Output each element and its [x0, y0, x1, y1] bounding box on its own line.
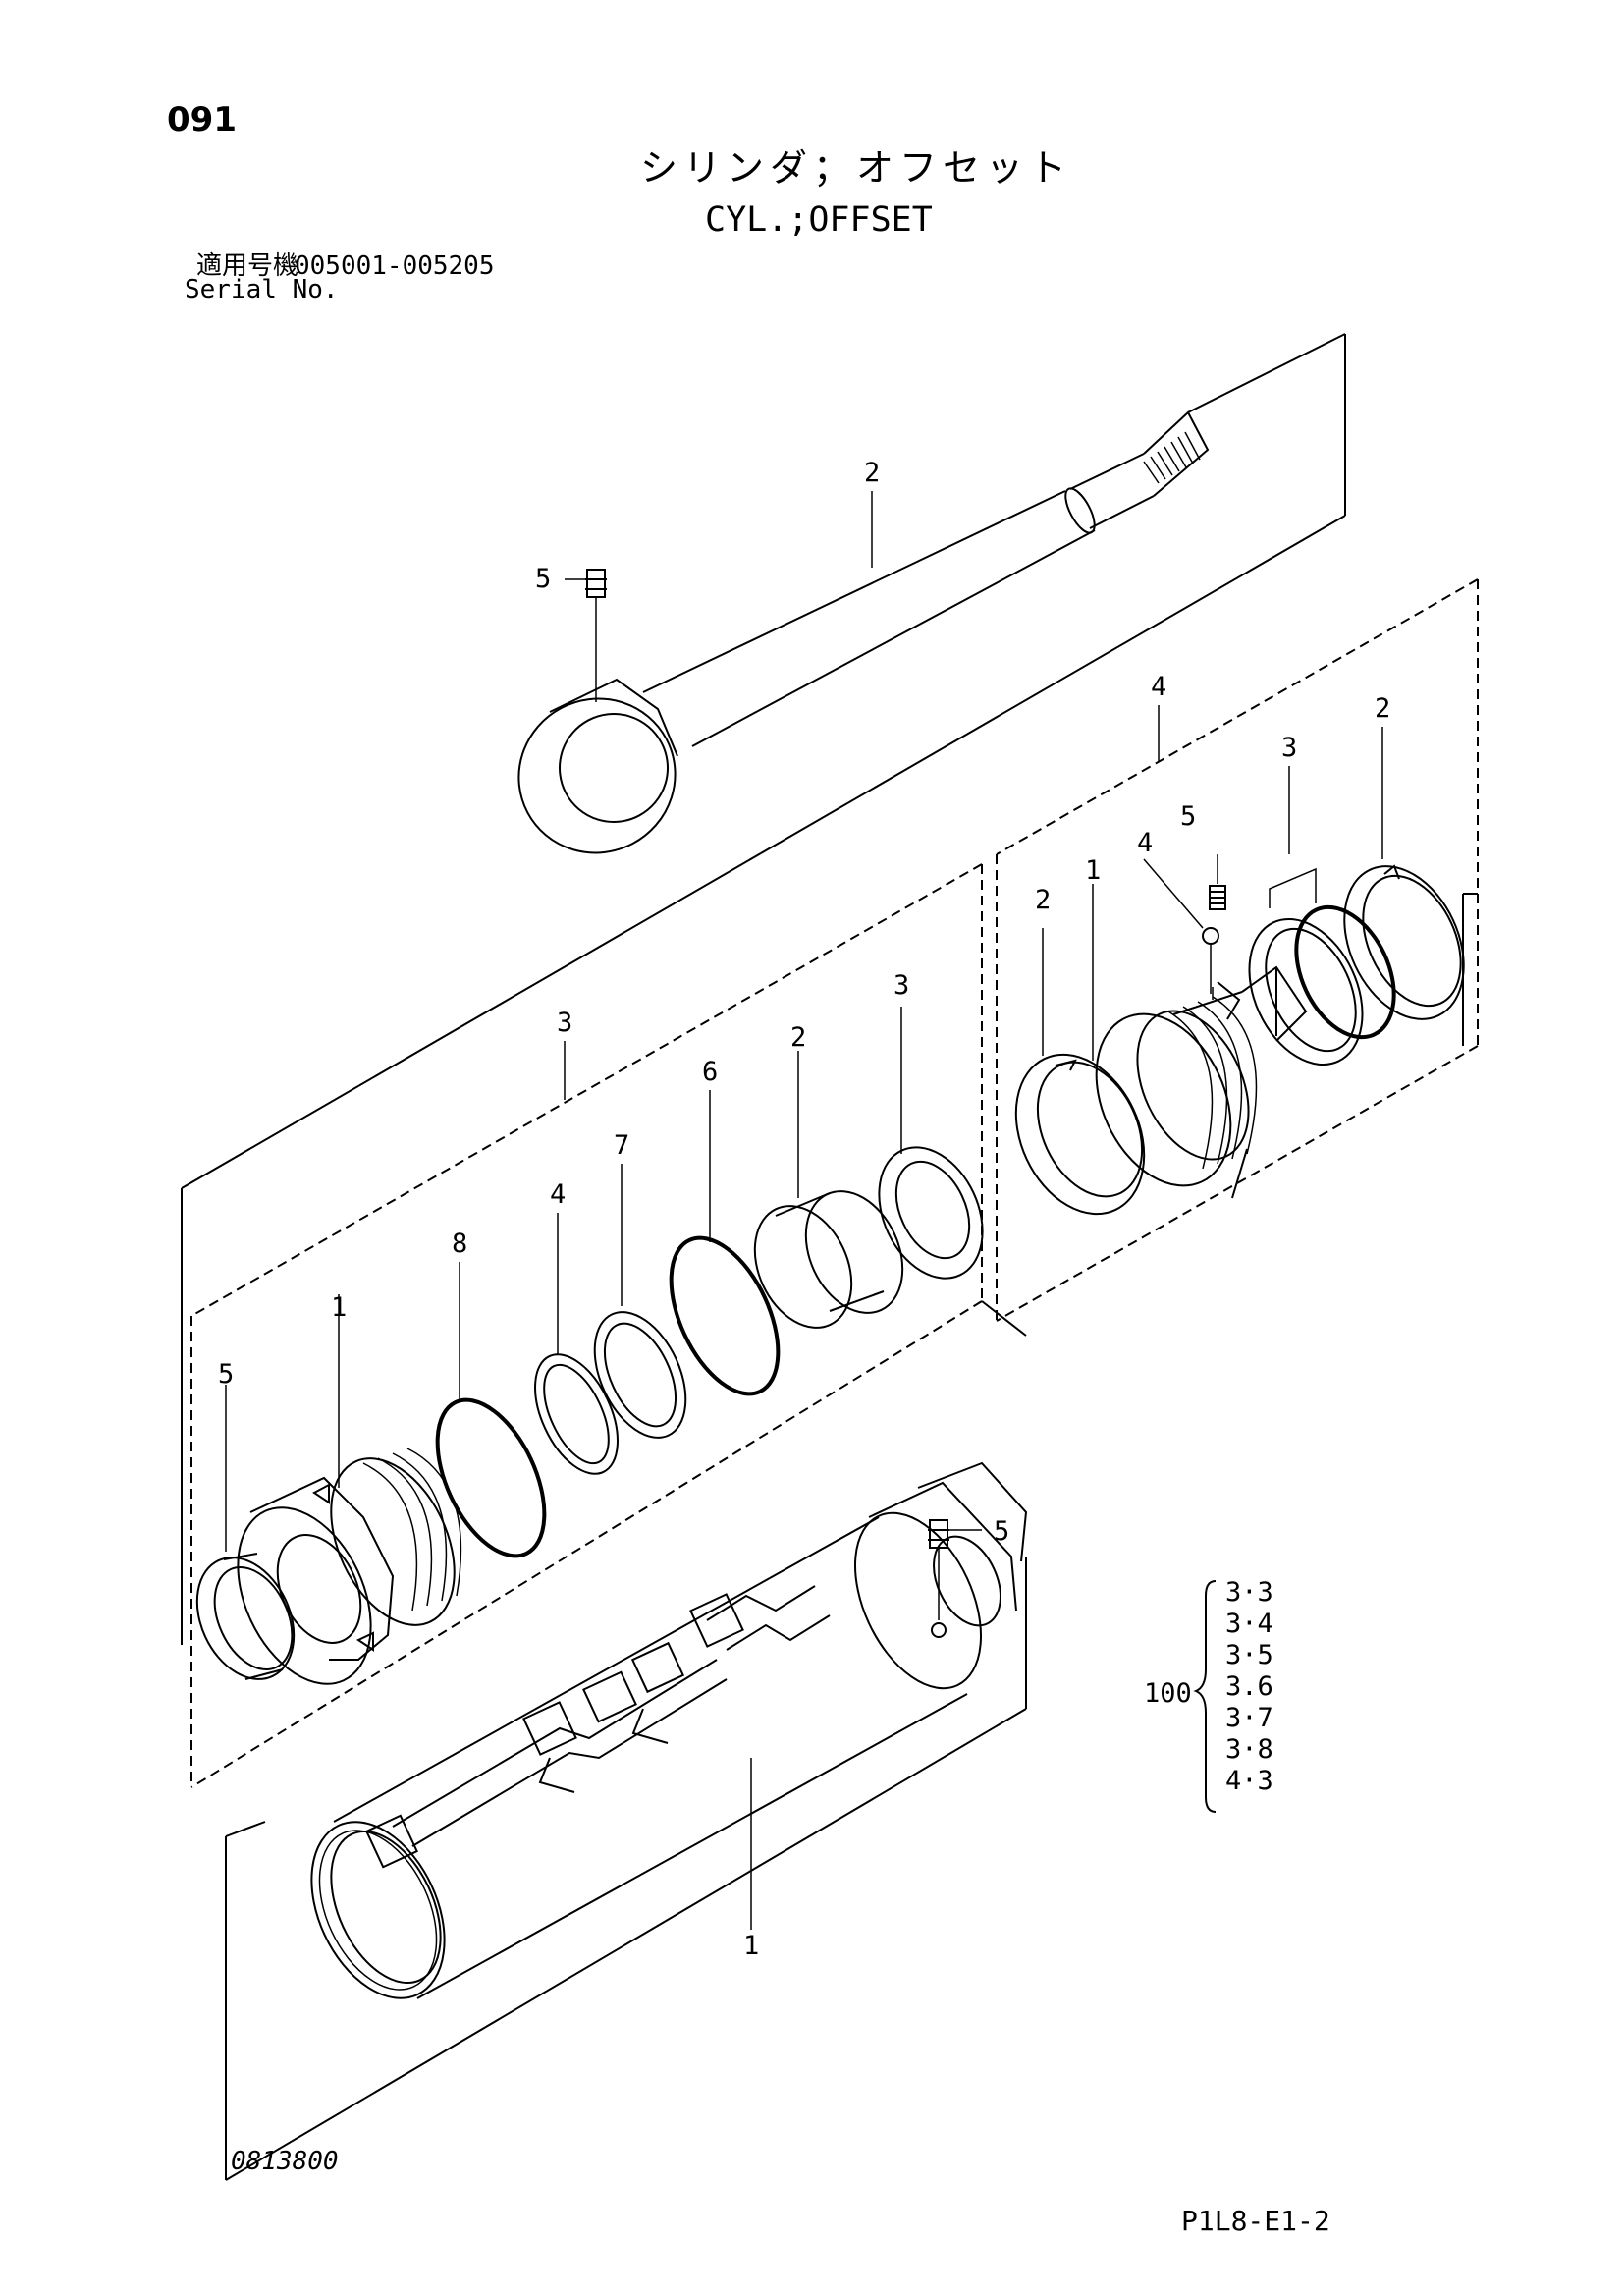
callout-head-group-3: 3 — [557, 1008, 572, 1038]
callout-head-body-1: 1 — [331, 1292, 347, 1323]
kit-item: 3·8 — [1225, 1734, 1273, 1765]
serial-range: 005001-005205 — [295, 251, 495, 281]
callout-tube-grease-5: 5 — [994, 1516, 1009, 1547]
kit-item: 3·5 — [1225, 1640, 1273, 1670]
bushing — [753, 1190, 904, 1329]
ring-4 — [534, 1353, 619, 1475]
piston-group-frame — [996, 578, 1479, 1322]
callout-piston-1: 1 — [1085, 855, 1101, 886]
callout-head-bushing-2: 2 — [790, 1022, 806, 1053]
kit-item: 3·4 — [1225, 1609, 1273, 1639]
callout-piston-ring-2-left: 2 — [1035, 885, 1051, 915]
serial-label-english: Serial No. — [185, 275, 339, 304]
callout-tube-1: 1 — [743, 1931, 759, 1961]
callout-rod-grease-5: 5 — [535, 564, 551, 594]
dust-seal — [195, 1553, 296, 1680]
callout-head-ring-4: 4 — [550, 1179, 566, 1210]
callout-rod-2: 2 — [864, 458, 880, 488]
grease-nipple-tube — [928, 1519, 982, 1638]
title-japanese: シリンダ；オフセット — [640, 146, 1073, 190]
page-code: P1L8-E1-2 — [1181, 2205, 1330, 2237]
piston-leaders — [1042, 727, 1383, 1061]
kit-number: 100 — [1144, 1678, 1192, 1709]
kit-item: 3.6 — [1225, 1671, 1273, 1702]
callout-piston-group-4: 4 — [1151, 672, 1166, 702]
kit-items: 3·3 3·4 3·5 3.6 3·7 3·8 4·3 — [1225, 1577, 1273, 1796]
callout-head-oring-8: 8 — [452, 1229, 467, 1259]
piston-solid-frame — [1462, 893, 1478, 1046]
kit-brace — [1193, 1580, 1217, 1813]
backup-ring-7 — [593, 1311, 687, 1439]
title-english: CYL.;OFFSET — [705, 200, 933, 240]
piston-wear-ring-right — [1343, 864, 1465, 1020]
callout-piston-seal-3: 3 — [1281, 733, 1297, 763]
piston-set-screw — [1143, 854, 1226, 994]
piston — [1014, 965, 1308, 1216]
callout-head-dust-5: 5 — [218, 1359, 234, 1390]
kit-item: 4·3 — [1225, 1766, 1273, 1796]
rod-assembly-frame — [181, 333, 1346, 1645]
kit-item: 3·3 — [1225, 1577, 1273, 1608]
o-ring-6 — [669, 1235, 781, 1396]
piston-rod — [517, 410, 1210, 854]
cylinder-tube-frame — [225, 1300, 1027, 2181]
callout-piston-grease-5: 5 — [1180, 801, 1196, 832]
callout-head-oring-6: 6 — [702, 1057, 718, 1087]
grease-nipple-rod — [565, 569, 607, 702]
head-group-frame — [190, 863, 983, 1788]
cylinder-tube — [310, 1461, 1028, 1999]
cylinder-head — [237, 1448, 462, 1685]
o-ring-8 — [435, 1397, 547, 1558]
drawing-number: 0813800 — [231, 2147, 339, 2176]
callout-piston-ring-2-right: 2 — [1375, 693, 1390, 724]
callout-head-wiper-3: 3 — [893, 970, 909, 1001]
callout-head-backup-7: 7 — [614, 1130, 629, 1161]
serial-label-japanese: 適用号機 — [196, 251, 299, 281]
page-number: 091 — [167, 100, 237, 139]
callout-piston-ball-4: 4 — [1137, 828, 1153, 858]
kit-item: 3·7 — [1225, 1703, 1273, 1733]
piston-seal-rings — [1248, 904, 1396, 1066]
